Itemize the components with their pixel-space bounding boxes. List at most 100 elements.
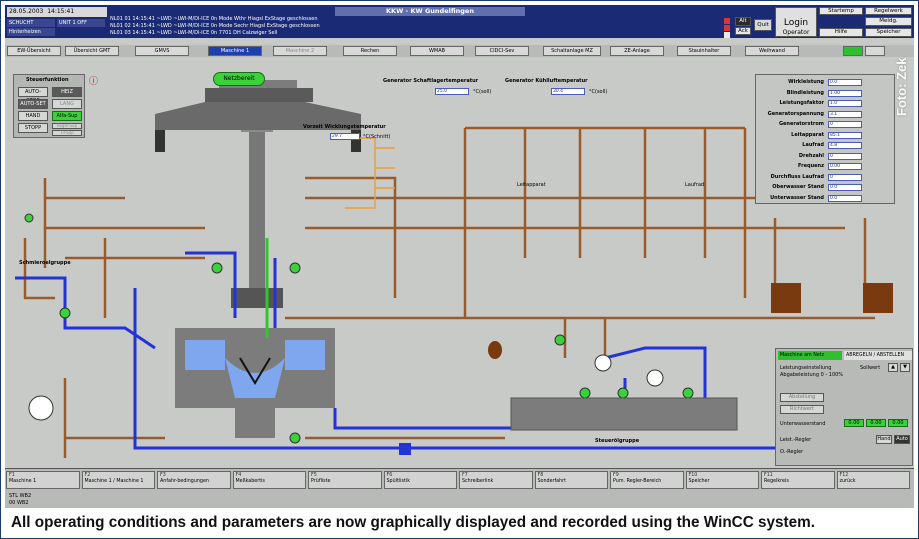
function-key-number: F10 [688,473,698,478]
tab-weihwand[interactable]: Weihwand [745,46,799,56]
function-key-label: Prüfliste [311,479,331,484]
setpoint-up-button[interactable]: ▲ [888,363,898,372]
lube-oil-group-label: Schmieroelgruppe [19,260,71,266]
tab-maschine-2[interactable]: Maschine 2 [273,46,327,56]
tab-ew-uebersicht[interactable]: EW-Übersicht [7,46,61,56]
tab-stauinhalter[interactable]: Stauinhalter [677,46,731,56]
header-right-button-3[interactable]: Meldg. [865,17,912,26]
abstellung-button[interactable]: Abstellung [780,393,824,402]
function-key-number: F7 [462,473,468,478]
valves [24,213,694,444]
control-panel: Steuerfunktion AUTO-STOP HEIZ AUTO-SET L… [13,74,85,138]
tab-cidci[interactable]: CIDCI-Sev [475,46,529,56]
alfa-sup-button[interactable]: Alfa-Sup [52,111,82,121]
header-right-button-4[interactable]: Speicher [865,28,912,37]
param-label: Unterwasser Stand [770,194,824,201]
param-label: Leistungsfaktor [779,100,825,106]
header-right-button-5[interactable]: Hilfe [819,28,863,37]
tab-rechen[interactable]: Rechen [343,46,397,56]
message-row-3: NL01 03 14:15:41 ~LWD ~LWI-M/Dl-ICE 0n 7… [110,30,278,36]
tab-wmab[interactable]: WMAB [410,46,464,56]
main-shaft [249,132,265,292]
stopp-button[interactable]: STOPP [18,123,48,133]
photo-credit-watermark: Foto: Zek [894,57,909,117]
tab-schaltanlage[interactable]: Schaltanlage MZ [543,46,601,56]
param-value: 0 [828,152,862,160]
param-value: 0.0 [828,184,862,191]
accumulator [488,341,502,359]
param-label: Leitapparat [791,131,824,138]
control-panel-title: Steuerfunktion [26,77,69,83]
stop-shutdown-button[interactable]: ABREGELN / ABSTELLEN [844,351,912,360]
header-bar: 28.05.2003 14:15:41 SCHUCHT UNIT 1 OFF H… [5,5,914,38]
generator-temp-value: 25.0 [435,88,469,95]
runner-blades [239,357,271,385]
hand-button[interactable]: HAND [18,111,48,121]
ack-button[interactable]: Ack [735,27,751,35]
alt-button[interactable]: Alt [735,17,751,26]
status-label-1: SCHUCHT [7,19,55,27]
login-box[interactable]: Login Operator [775,7,817,37]
param-value: 1.0 [828,100,862,107]
param-value: 0.0 [828,194,862,202]
til-sup-button[interactable]: Til-Sup [52,130,82,136]
generator-temp-label: Generator Schaftlagertemperatur [383,78,479,84]
auto-set-button[interactable]: AUTO-SET [18,99,48,109]
setpoint-down-button[interactable]: ▼ [900,363,910,372]
guide-apparatus-label: Leitapparat [517,182,546,188]
param-value: 0.0 [828,79,862,86]
header-right-button-2[interactable]: Regelwerk [865,7,912,15]
function-key-label: Speicher [688,479,710,484]
auto-stop-button[interactable]: AUTO-STOP [18,87,48,104]
regulator-auto-button[interactable]: Auto [894,435,910,444]
tab-uebersicht-gmt[interactable]: Übersicht GMT [65,46,119,56]
quit-button[interactable]: Quit [754,19,772,31]
winding-temp-label: Vorzeit Wicklungstemperatur [303,124,386,130]
arm-left [155,130,165,152]
param-label: Laufrad [802,142,824,148]
tab-ze-anlage[interactable]: ZE-Anlage [610,46,664,56]
param-label: Blindleistung [786,89,824,96]
help-marker-icon[interactable]: ⓘ [89,77,99,87]
turbine-water-right [285,340,325,370]
time-text: 14:15:41 [47,8,75,15]
function-key-label: Anfahr-bedingungen [160,479,209,484]
param-label: Generatorstrom [778,121,824,127]
param-label: Frequenz [798,163,824,169]
heiz-button[interactable]: HEIZ [52,87,82,97]
generator-air-unit: °C(soll) [589,89,608,95]
regel-sup-button[interactable]: Regel-Sup [52,123,82,129]
function-key-label: Maschine 1 / Maschine 1 [84,479,144,484]
message-row-2: NL01 02 14:15:41 ~LWD ~LWI-M/Dl-ICE 0n M… [110,23,320,29]
power-regulator-label: Leist.-Regler [780,437,812,443]
function-key-number: F9 [613,473,619,478]
lang-button[interactable]: LANG [52,99,82,109]
regulator-hand-button[interactable]: Hand [876,435,892,444]
tab-green-indicator[interactable] [843,46,863,56]
tab-aux[interactable] [865,46,885,56]
param-label: Durchfluss Laufrad [770,173,824,180]
param-value: 0.00 [828,163,862,170]
header-right-button-1[interactable]: Startemp [819,7,863,15]
param-label: Oberwasser Stand [772,184,824,190]
power-range-label: Abgabeleistung 0 - 100% [780,372,844,378]
function-key-number: F4 [235,473,242,478]
richtwert-button[interactable]: Richtwert [780,405,824,414]
tab-maschine-1[interactable]: Maschine 1 [208,46,262,56]
tab-gmvs[interactable]: GMVS [135,46,189,56]
function-key-number: F1 [9,473,15,478]
